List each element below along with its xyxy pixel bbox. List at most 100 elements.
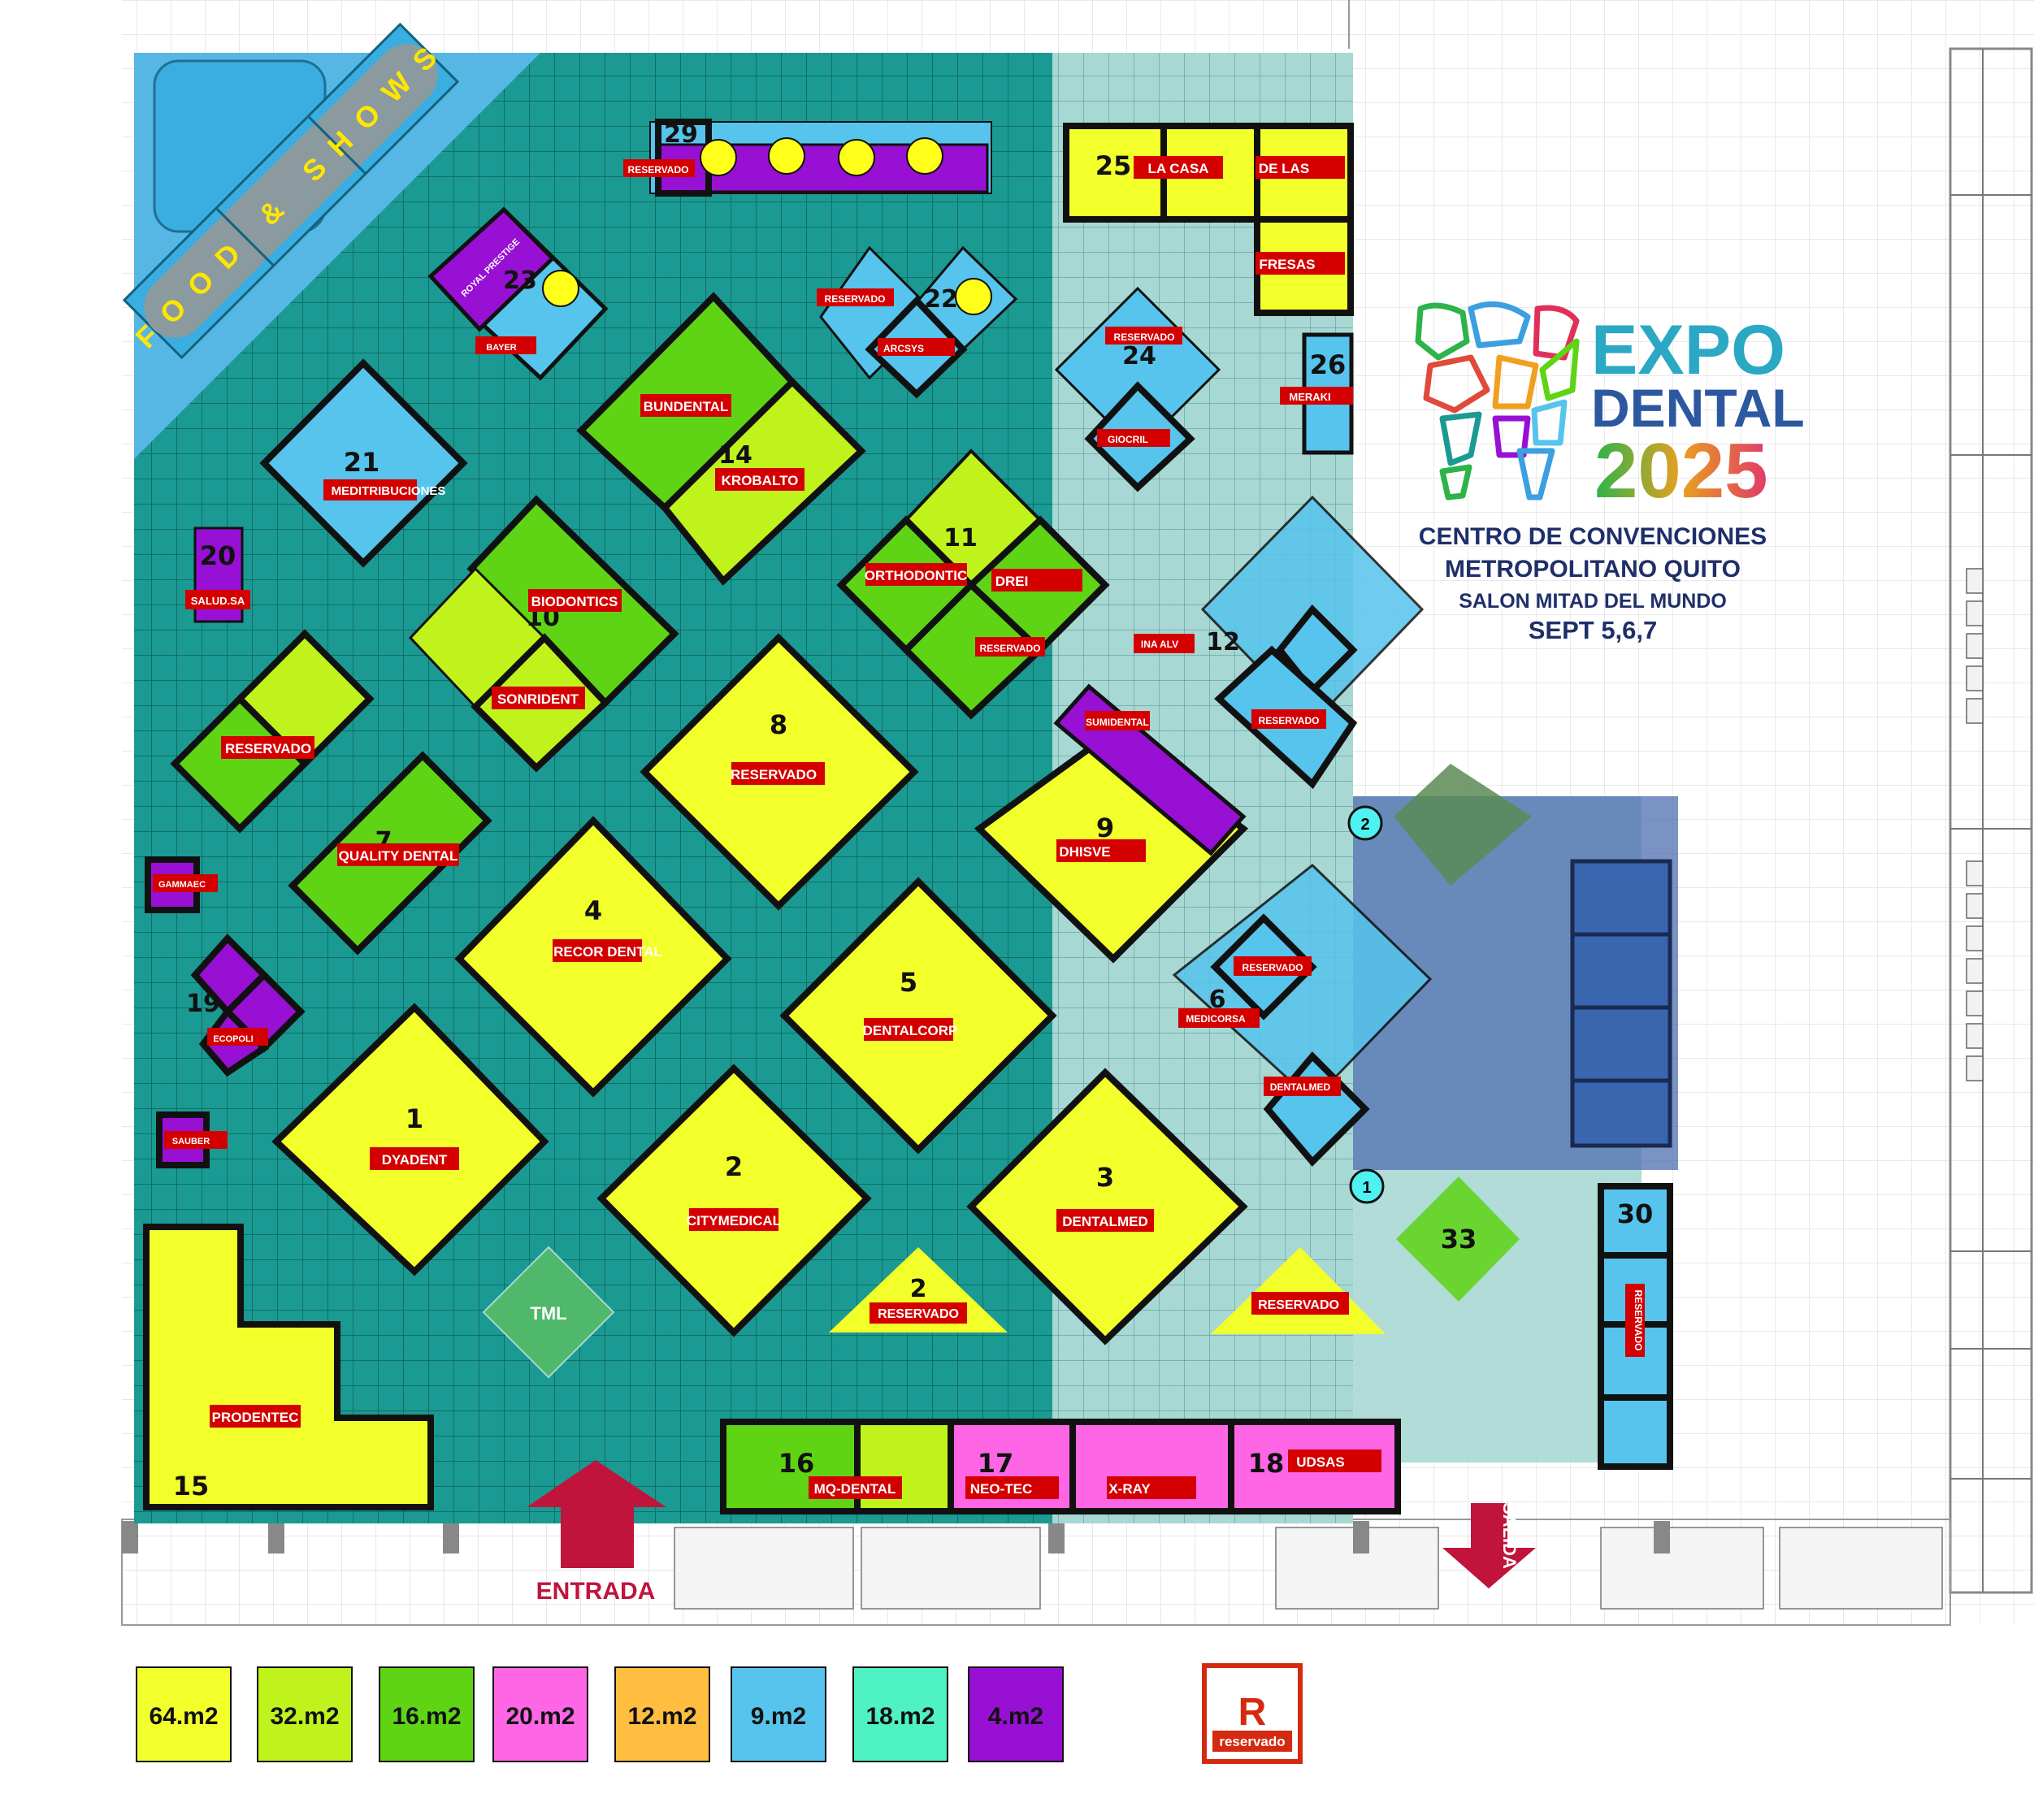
legend-item-64-m2: 64.m2: [136, 1666, 232, 1762]
booth-18[interactable]: 18 UDSAS: [1228, 1419, 1401, 1514]
booth-5-number: 5: [900, 967, 917, 998]
booth-9-number: 9: [1096, 812, 1114, 843]
booth-19[interactable]: 19 ECOPOLI: [186, 934, 306, 1077]
booth-6[interactable]: 6 MEDICORSA RESERVADO DENTALMED: [1172, 864, 1433, 1167]
booth-16-tag: MQ-DENTAL: [814, 1481, 896, 1497]
booth-18-number: 18: [1248, 1448, 1285, 1479]
legend-item-4-m2: 4.m2: [968, 1666, 1064, 1762]
legend-swatch: [379, 1666, 475, 1762]
booth-3[interactable]: 3 DENTALMED: [966, 1068, 1248, 1346]
logo-dental: DENTAL: [1591, 378, 1805, 438]
booth-21[interactable]: 21 MEDITRIBUCIONES: [259, 358, 468, 568]
reserved-triangle-right[interactable]: RESERVADO: [1211, 1247, 1386, 1334]
booth-10[interactable]: 10 BIODONTICS SONRIDENT: [408, 495, 679, 773]
marker-1: 1: [1349, 1168, 1385, 1204]
legend-label: 12.m2: [627, 1703, 696, 1730]
booth-29-number: 29: [664, 120, 698, 149]
booth-14-number: 14: [718, 441, 752, 470]
svg-text:2: 2: [1360, 816, 1369, 834]
booth-1[interactable]: 1 DYADENT: [271, 1003, 549, 1276]
svg-text:1: 1: [1362, 1179, 1371, 1197]
sauber-booth[interactable]: SAUBER: [156, 1112, 228, 1168]
booth-8-number: 8: [770, 709, 787, 740]
legend-item-12-m2: 12.m2: [614, 1666, 710, 1762]
booth-2[interactable]: 2 CITYMEDICAL: [596, 1064, 872, 1337]
booth-20[interactable]: 20 SALUD.SA: [185, 526, 250, 623]
legend-swatch: [731, 1666, 826, 1762]
booth-19-number: 19: [186, 990, 220, 1018]
booth-12-number: 12: [1206, 628, 1240, 656]
booth-19-tag: ECOPOLI: [213, 1034, 254, 1044]
booth-6-tag: MEDICORSA: [1186, 1013, 1246, 1025]
booth-33[interactable]: 33: [1396, 1176, 1520, 1302]
booth-24[interactable]: 24 RESERVADO GIOCRIL: [1054, 286, 1221, 492]
booth-30[interactable]: 30 RESERVADO: [1598, 1183, 1673, 1470]
sauber-tag: SAUBER: [172, 1137, 210, 1146]
x-ray-tag: X-RAY: [1108, 1481, 1151, 1497]
booth-9[interactable]: 9 DHISVE SUMIDENTAL: [974, 683, 1249, 964]
legend-label: 32.m2: [270, 1703, 339, 1730]
booth-1-tag: DYADENT: [382, 1152, 448, 1168]
booth-5[interactable]: 5 DENTALCORP: [779, 877, 1057, 1155]
tooth-logo-icon: [1415, 301, 1580, 500]
booth-14-tag: BUNDENTAL: [644, 399, 729, 414]
booth-23-reserved-tag: RESERVADO: [825, 293, 886, 305]
hall-name: SALON MITAD DEL MUNDO: [1459, 590, 1727, 613]
venue-line1: CENTRO DE CONVENCIONES: [1419, 523, 1767, 550]
exit-label: SALIDA: [1499, 1502, 1520, 1569]
green-diamond-area: [1394, 764, 1532, 886]
booth-26-number: 26: [1310, 349, 1347, 380]
booth-15[interactable]: 15 PRODENTEC: [143, 1224, 434, 1510]
gammaec-booth[interactable]: GAMMAEC: [145, 856, 218, 913]
legend-item-18-m2: 18.m2: [852, 1666, 948, 1762]
booth-11[interactable]: 11 ORTHODONTIC DREI RESERVADO: [836, 448, 1110, 720]
reserved-triangle-tag: RESERVADO: [1258, 1298, 1339, 1312]
booth-16[interactable]: 16 MQ-DENTAL: [720, 1419, 954, 1514]
booth-4[interactable]: 4 RECOR DENTAL: [454, 816, 732, 1098]
booth-22-number: 23: [503, 266, 537, 295]
booth-14[interactable]: 14 BUNDENTAL KROBALTO: [576, 292, 866, 586]
booth-22[interactable]: 23 BAYER ROYAL PRESTIGE: [427, 206, 609, 381]
booth-20-number: 20: [200, 540, 236, 571]
booth-25[interactable]: 25 LA CASA DE LAS FRESAS: [1063, 123, 1354, 316]
booth-21-tag: MEDITRIBUCIONES: [332, 484, 446, 498]
booth-24-reserved-tag: RESERVADO: [1114, 332, 1175, 343]
booth-2-triangle[interactable]: 2 RESERVADO: [829, 1247, 1008, 1332]
legend-label: 64.m2: [149, 1703, 218, 1730]
booth-8[interactable]: 8 RESERVADO: [640, 633, 919, 911]
krobalto-tag: KROBALTO: [722, 473, 799, 488]
booth-23-tag: ARCSYS: [883, 343, 924, 354]
booth-12[interactable]: 12 INA ALV RESERVADO: [1134, 495, 1425, 790]
booth-2-triangle-tag: RESERVADO: [878, 1307, 959, 1321]
booths-layer: 1 DYADENT 2 CITYMEDICAL 3 DENTALMED 4 RE…: [143, 119, 1673, 1514]
booth-26-tag: MERAKI: [1289, 391, 1330, 403]
de-las-tag: DE LAS: [1259, 161, 1309, 176]
booth-26[interactable]: 26 MERAKI: [1280, 332, 1354, 455]
booth-29[interactable]: 29 RESERVADO: [623, 119, 992, 197]
booth-7[interactable]: 7 QUALITY DENTAL RESERVADO: [170, 629, 492, 956]
legend-swatch: [852, 1666, 948, 1762]
legend-label: 20.m2: [505, 1703, 575, 1730]
exit[interactable]: SALIDA: [1442, 1502, 1536, 1588]
booth-12-tag: INA ALV: [1141, 639, 1178, 650]
dentalmed-small-tag: DENTALMED: [1270, 1081, 1331, 1093]
booth-1-number: 1: [405, 1103, 423, 1134]
booth-30-number: 30: [1617, 1198, 1654, 1229]
fresas-tag: FRESAS: [1260, 257, 1316, 272]
sumidental-tag: SUMIDENTAL: [1086, 717, 1149, 728]
booth-16-number: 16: [778, 1448, 815, 1479]
booth-30-tag: RESERVADO: [1633, 1290, 1644, 1351]
legend-swatch: [614, 1666, 710, 1762]
booth-11-number: 11: [943, 524, 978, 552]
booth-17-number: 17: [978, 1448, 1014, 1479]
legend-label: 16.m2: [392, 1703, 461, 1730]
booth-8-tag: RESERVADO: [731, 767, 817, 782]
booth-23[interactable]: 22 RESERVADO ARCSYS: [817, 245, 1018, 399]
booth-17[interactable]: 17 NEO-TEC X-RAY: [948, 1419, 1234, 1514]
booth-10-tag: BIODONTICS: [531, 594, 618, 609]
booth-2-number: 2: [725, 1151, 743, 1182]
entrance[interactable]: ENTRADA: [527, 1460, 666, 1605]
tml-booth[interactable]: TML: [482, 1246, 615, 1379]
legend-swatch: [968, 1666, 1064, 1762]
